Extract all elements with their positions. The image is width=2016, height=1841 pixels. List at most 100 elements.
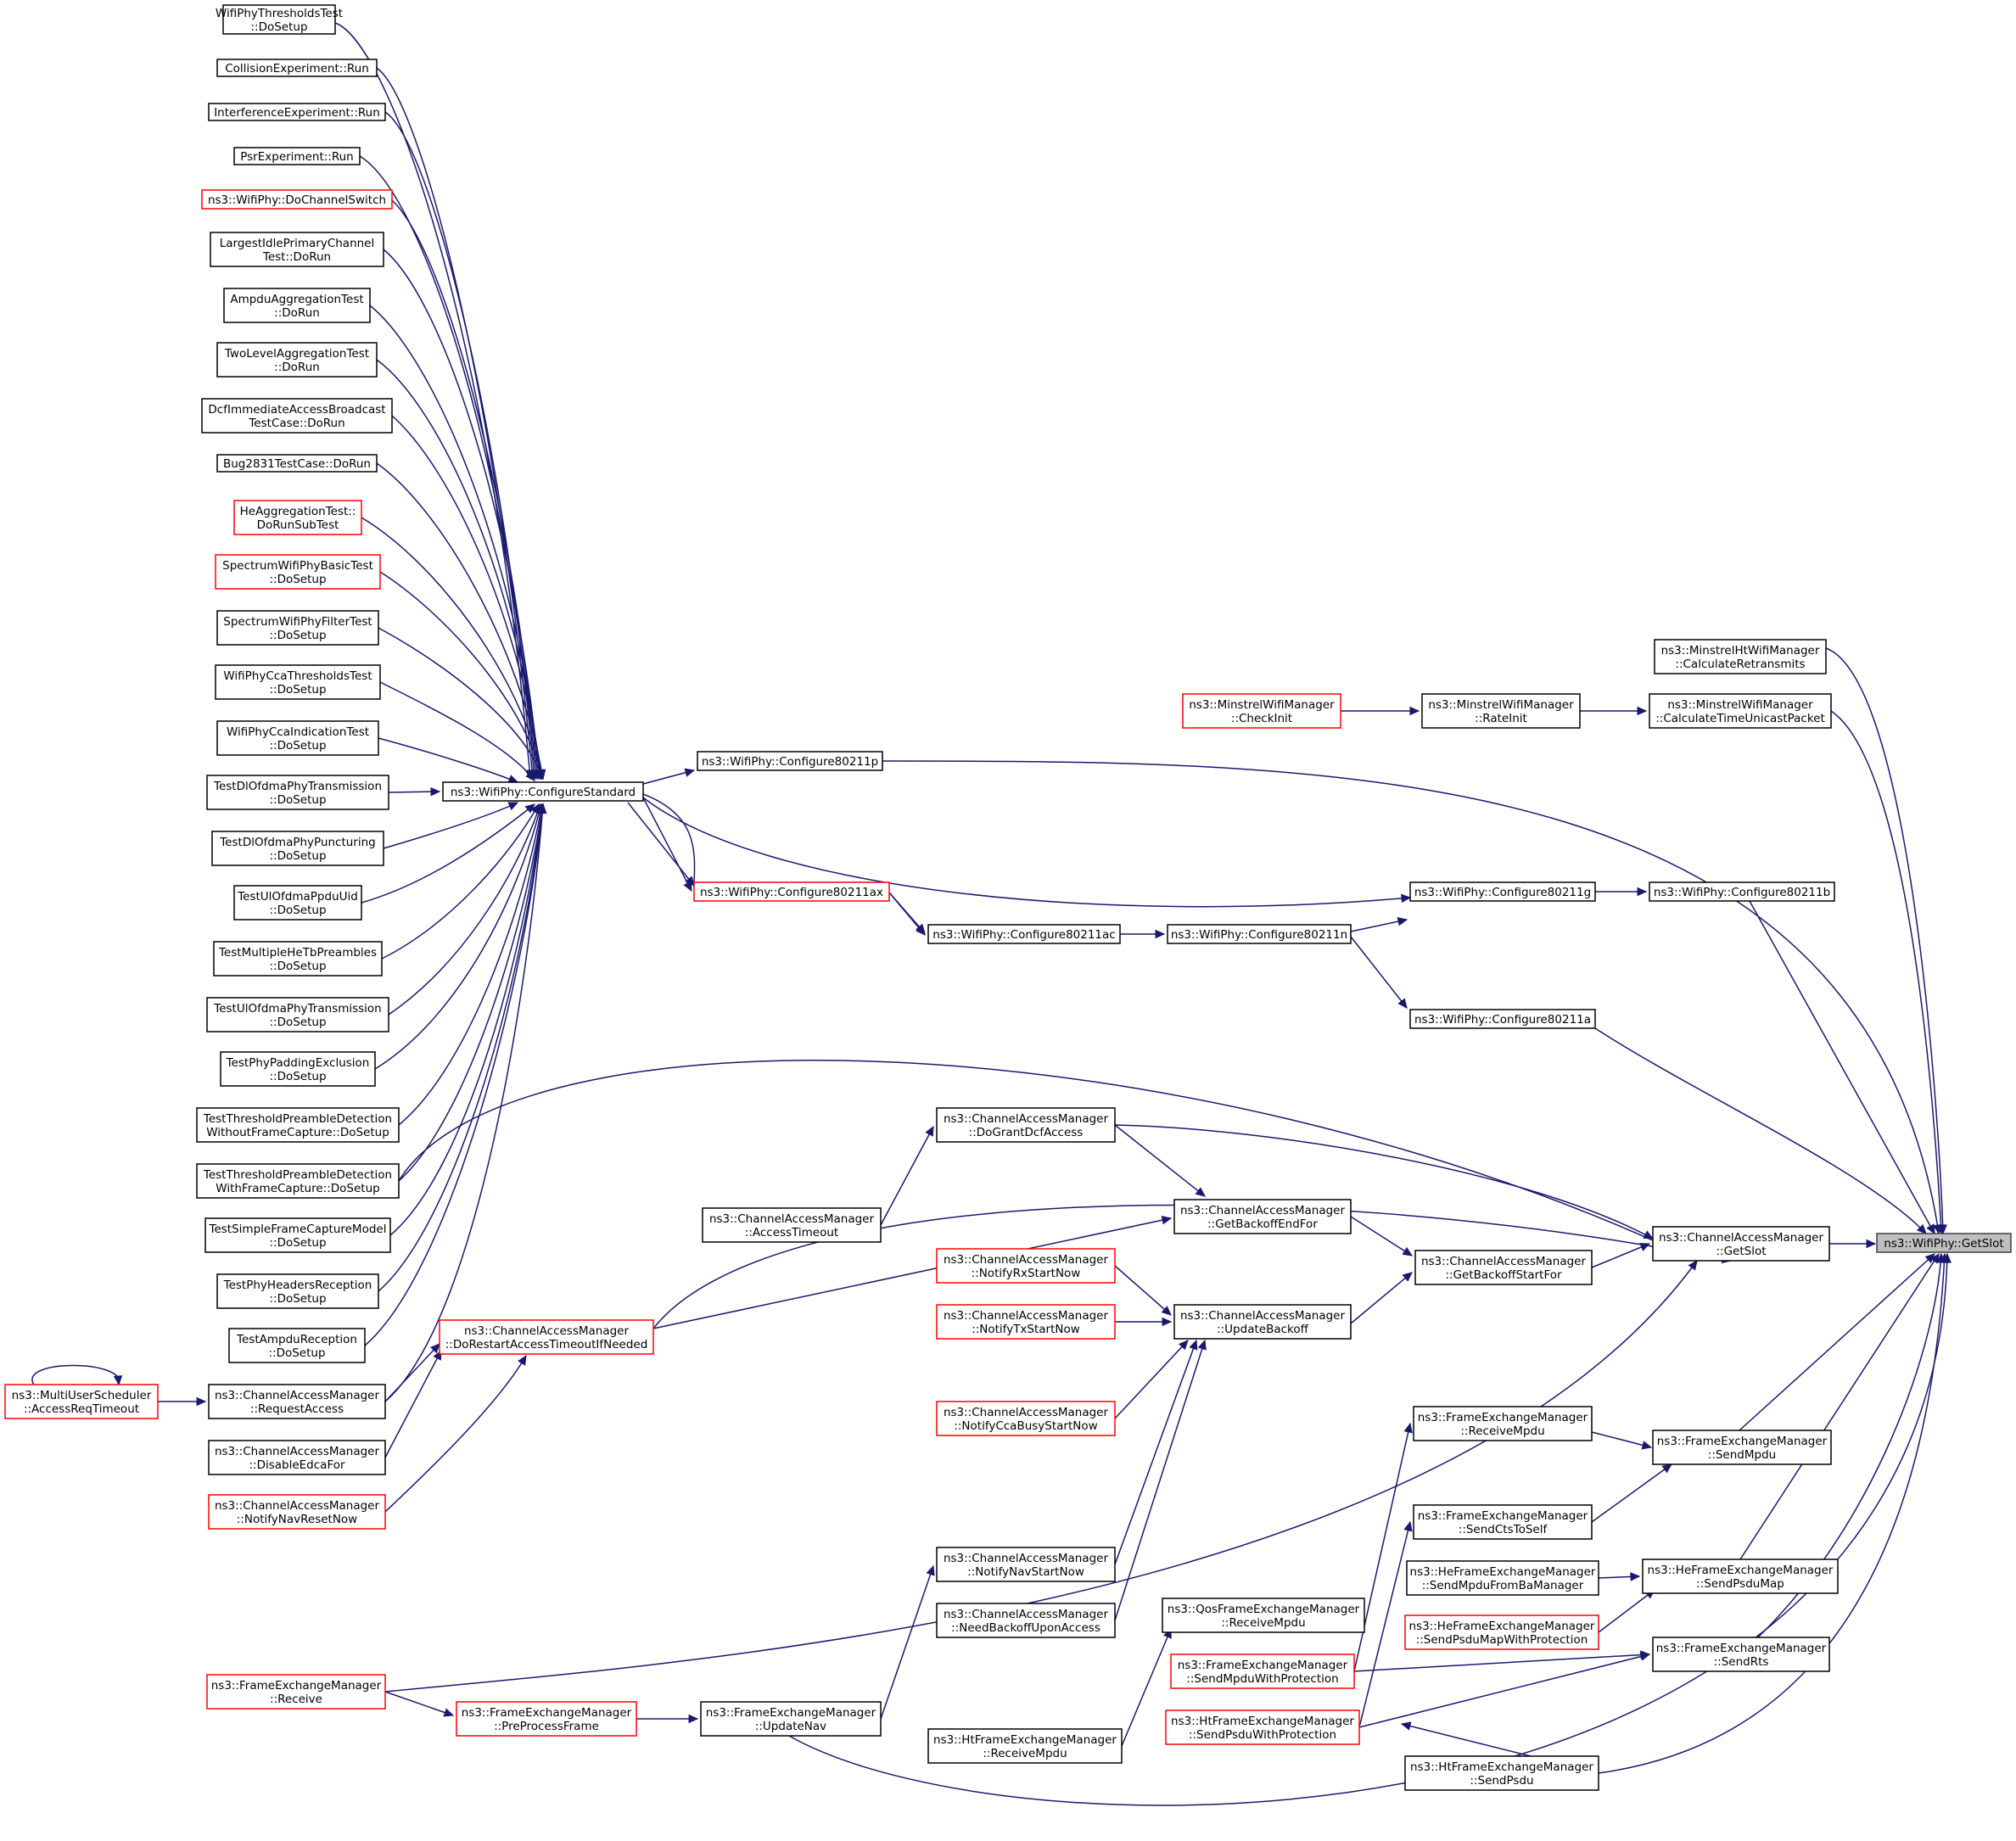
graph-node[interactable]: PsrExperiment::Run [233,147,361,165]
graph-node[interactable]: ns3::FrameExchangeManager::SendMpdu [1652,1430,1832,1465]
call-edge [398,1060,1698,1262]
graph-node[interactable]: TestDlOfdmaPhyTransmission::DoSetup [206,775,389,810]
graph-node[interactable]: ns3::ChannelAccessManager::RequestAccess [208,1384,386,1419]
arrowhead [1162,1317,1173,1327]
graph-node[interactable]: TestMultipleHeTbPreambles::DoSetup [213,941,383,976]
graph-node[interactable]: ns3::ChannelAccessManager::DoRestartAcce… [439,1319,654,1355]
graph-node[interactable]: ns3::FrameExchangeManager::SendRts [1652,1637,1830,1672]
graph-node[interactable]: ns3::HtFrameExchangeManager::SendPsdu [1404,1755,1599,1791]
graph-node[interactable]: ns3::FrameExchangeManager::ReceiveMpdu [1413,1406,1593,1441]
graph-node[interactable]: ns3::ChannelAccessManager::NeedBackoffUp… [936,1603,1116,1638]
graph-node[interactable]: ns3::HeFrameExchangeManager::SendPsduMap… [1404,1614,1599,1650]
call-edge [652,1217,1172,1329]
node-label: ns3::ChannelAccessManager [215,1499,380,1513]
graph-node[interactable]: SpectrumWifiPhyFilterTest::DoSetup [216,610,379,646]
graph-node[interactable]: ns3::WifiPhy::Configure80211a [1409,1009,1596,1029]
graph-node[interactable]: TestThresholdPreambleDetectionWithoutFra… [196,1107,400,1143]
graph-node[interactable]: ns3::QosFrameExchangeManager::ReceiveMpd… [1162,1598,1365,1633]
graph-node[interactable]: InterferenceExperiment::Run [208,103,386,121]
graph-node[interactable]: SpectrumWifiPhyBasicTest::DoSetup [215,554,381,590]
graph-node[interactable]: TestUlOfdmaPhyTransmission::DoSetup [206,997,389,1032]
node-box [204,1217,391,1253]
graph-node[interactable]: AmpduAggregationTest::DoRun [223,288,371,323]
graph-node[interactable]: ns3::HeFrameExchangeManager::SendPsduMap [1642,1558,1839,1594]
node-label: ns3::FrameExchangeManager [1656,1642,1827,1655]
graph-node[interactable]: ns3::HtFrameExchangeManager::SendPsduWit… [1165,1710,1360,1745]
graph-node[interactable]: ns3::MultiUserScheduler::AccessReqTimeou… [4,1384,159,1419]
call-edge [383,802,518,849]
graph-node[interactable]: ns3::ChannelAccessManager::NotifyNavRese… [208,1494,386,1530]
graph-node[interactable]: ns3::WifiPhy::Configure80211ac [927,924,1121,944]
call-edge [1353,1654,1650,1672]
call-edge [364,803,544,1346]
graph-node[interactable]: WifiPhyCcaThresholdsTest::DoSetup [215,664,381,700]
graph-node[interactable]: ns3::FrameExchangeManager::SendCtsToSelf [1413,1504,1593,1540]
call-edge [378,627,544,780]
call-edge [1825,647,1944,1234]
arrowhead [1401,893,1412,904]
graph-node[interactable]: ns3::ChannelAccessManager::NotifyTxStart… [936,1304,1116,1340]
graph-node[interactable]: TestSimpleFrameCaptureModel::DoSetup [204,1217,391,1253]
node-label: TestPhyHeadersReception [223,1279,372,1292]
node-label: ns3::ChannelAccessManager [944,1608,1109,1621]
graph-node[interactable]: CollisionExperiment::Run [216,59,378,77]
graph-node[interactable]: ns3::WifiPhy::GetSlot [1876,1233,2012,1253]
graph-node[interactable]: ns3::WifiPhy::Configure80211n [1167,924,1352,944]
call-edge [1121,1628,1172,1747]
graph-node[interactable]: DcfImmediateAccessBroadcastTestCase::DoR… [201,398,393,434]
graph-node[interactable]: ns3::ChannelAccessManager::NotifyNavStar… [936,1547,1116,1582]
node-box [936,1401,1116,1436]
call-edge [1358,1521,1411,1728]
graph-node[interactable]: ns3::ChannelAccessManager::DisableEdcaFo… [208,1440,386,1475]
graph-node[interactable]: TestAmpduReception::DoSetup [228,1328,366,1363]
node-label: WifiPhyCcaIndicationTest [227,725,369,739]
graph-node[interactable]: ns3::WifiPhy::Configure80211b [1649,881,1835,902]
graph-node[interactable]: ns3::ChannelAccessManager::GetSlot [1652,1226,1830,1262]
graph-node[interactable]: ns3::HeFrameExchangeManager::SendMpduFro… [1406,1560,1599,1596]
graph-node[interactable]: ns3::ChannelAccessManager::DoGrantDcfAcc… [936,1107,1116,1143]
node-label: ::DoRun [274,306,320,320]
graph-node[interactable]: TestPhyPaddingExclusion::DoSetup [220,1051,376,1087]
graph-node[interactable]: ns3::ChannelAccessManager::UpdateBackoff [1173,1304,1352,1340]
graph-node[interactable]: ns3::FrameExchangeManager::SendMpduWithP… [1170,1654,1355,1689]
graph-node[interactable]: WifiPhyThresholdsTest::DoSetup [216,4,343,35]
node-label: ::CheckInit [1231,712,1292,725]
graph-node[interactable]: TestPhyHeadersReception::DoSetup [216,1273,379,1309]
graph-node[interactable]: ns3::MinstrelWifiManager::CalculateTimeU… [1649,693,1832,729]
graph-node[interactable]: ns3::WifiPhy::DoChannelSwitch [201,189,393,210]
arrowhead [925,1125,934,1137]
graph-node[interactable]: ns3::ChannelAccessManager::GetBackoffEnd… [1173,1199,1352,1234]
node-box [213,941,383,976]
node-box [456,1701,637,1737]
graph-node[interactable]: ns3::ChannelAccessManager::GetBackoffSta… [1414,1250,1593,1285]
graph-node[interactable]: ns3::MinstrelWifiManager::CheckInit [1182,693,1341,729]
graph-node[interactable]: Bug2831TestCase::DoRun [216,454,378,473]
graph-node[interactable]: ns3::FrameExchangeManager::Receive [206,1674,386,1710]
graph-node[interactable]: TestDlOfdmaPhyPuncturing::DoSetup [211,831,384,866]
graph-node[interactable]: WifiPhyCcaIndicationTest::DoSetup [216,720,379,756]
node-box [927,1728,1123,1764]
graph-node[interactable]: ns3::FrameExchangeManager::PreProcessFra… [456,1701,637,1737]
graph-node[interactable]: ns3::ChannelAccessManager::NotifyCcaBusy… [936,1401,1116,1436]
graph-node[interactable]: ns3::MinstrelWifiManager::RateInit [1421,693,1581,729]
graph-node[interactable]: ns3::WifiPhy::Configure80211p [697,751,883,771]
graph-node[interactable]: ns3::HtFrameExchangeManager::ReceiveMpdu [927,1728,1123,1764]
node-label: ::GetBackoffStartFor [1445,1268,1562,1282]
graph-node[interactable]: HeAggregationTest::DoRunSubTest [233,500,362,535]
graph-node[interactable]: ns3::FrameExchangeManager::UpdateNav [700,1701,882,1737]
call-edge [1591,1463,1672,1523]
graph-node[interactable]: ns3::WifiPhy::Configure80211ax [693,881,890,902]
call-edge [880,1565,934,1720]
graph-node[interactable]: ns3::WifiPhy::ConfigureStandard [442,781,644,802]
graph-node[interactable]: ns3::ChannelAccessManager::AccessTimeout [702,1207,882,1243]
node-label: ::GetBackoffEndFor [1207,1217,1318,1231]
arrowhead [430,786,441,797]
arrowhead [1637,887,1648,897]
graph-node[interactable]: TestThresholdPreambleDetectionWithFrameC… [196,1163,400,1199]
graph-node[interactable]: ns3::ChannelAccessManager::NotifyRxStart… [936,1248,1116,1284]
graph-node[interactable]: TwoLevelAggregationTest::DoRun [216,342,378,378]
graph-node[interactable]: ns3::MinstrelHtWifiManager::CalculateRet… [1654,639,1827,674]
graph-node[interactable]: TestUlOfdmaPpduUid::DoSetup [233,885,362,920]
graph-node[interactable]: ns3::WifiPhy::Configure80211g [1409,881,1596,902]
